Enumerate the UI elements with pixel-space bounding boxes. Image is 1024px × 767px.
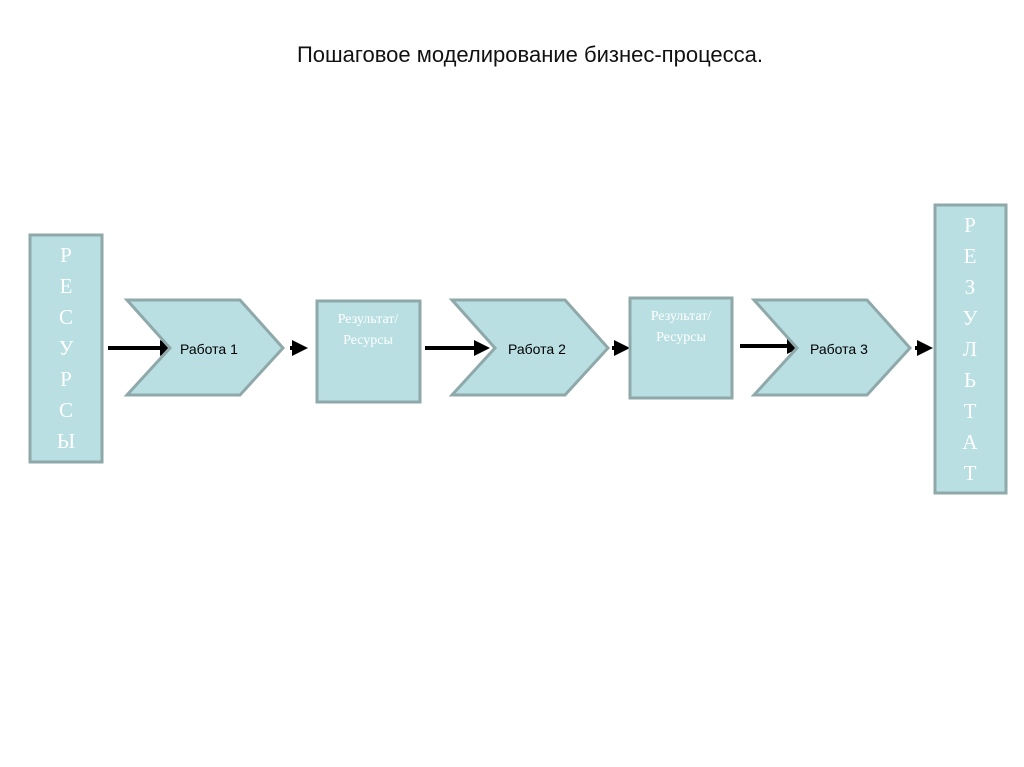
result-letter: Т xyxy=(964,461,977,485)
result-letter: З xyxy=(965,275,976,299)
box-line2: Ресурсы xyxy=(343,333,393,348)
box-line1: Результат/ xyxy=(338,312,399,327)
resources-letter: Р xyxy=(60,243,72,267)
result-column: Р Е З У Л Ь Т А Т xyxy=(933,203,1008,495)
page-title: Пошаговое моделирование бизнес-процесса. xyxy=(297,42,763,67)
step-work-2: Работа 2 xyxy=(448,298,611,397)
resources-letter: Е xyxy=(60,274,73,298)
step-work-3: Работа 3 xyxy=(750,298,913,397)
resources-letter: Ы xyxy=(57,429,75,453)
step-label: Работа 2 xyxy=(508,341,566,357)
intermediate-box-2: Результат/ Ресурсы xyxy=(628,296,734,400)
result-letter: У xyxy=(963,306,978,330)
box-line1: Результат/ xyxy=(651,309,712,324)
result-letter: Е xyxy=(964,244,977,268)
step-work-1: Работа 1 xyxy=(123,298,286,397)
result-letter: Л xyxy=(963,337,977,361)
resources-column: Р Е С У Р С Ы xyxy=(28,233,104,464)
result-letter: А xyxy=(962,430,978,454)
intermediate-box-1: Результат/ Ресурсы xyxy=(315,299,422,404)
step-label: Работа 3 xyxy=(810,341,868,357)
resources-letter: У xyxy=(59,336,74,360)
resources-letter: С xyxy=(59,305,73,329)
resources-letter: С xyxy=(59,398,73,422)
box-line2: Ресурсы xyxy=(656,330,706,345)
result-letter: Т xyxy=(964,399,977,423)
resources-letter: Р xyxy=(60,367,72,391)
result-letter: Р xyxy=(964,213,976,237)
step-label: Работа 1 xyxy=(180,341,238,357)
result-letter: Ь xyxy=(964,368,976,392)
